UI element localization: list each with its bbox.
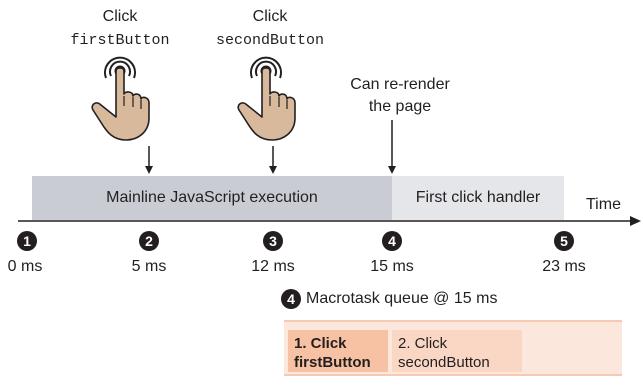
queue-numbered-circle-icon-number: 4	[287, 291, 295, 307]
first-click-handler-bar: First click handler	[392, 176, 564, 220]
down-arrow-icon	[269, 146, 277, 174]
numbered-circle-icon-3-number: 3	[269, 233, 277, 249]
macrotask-queue-title: Macrotask queue @ 15 ms	[306, 290, 498, 307]
numbered-circle-icon-2-number: 2	[145, 233, 153, 249]
tick-label-5ms: 5 ms	[131, 258, 167, 275]
queue-numbered-circle-icon: 4	[281, 289, 301, 309]
rerender-note-line1: Can re-render	[350, 76, 450, 93]
numbered-circle-icon-1: 1	[17, 231, 37, 251]
numbered-circle-icon-2: 2	[139, 231, 159, 251]
macrotask-queue: 1. Click firstButton 2. Click secondButt…	[284, 320, 622, 376]
down-arrow-icon	[388, 120, 396, 174]
numbered-circle-icon-1-number: 1	[23, 233, 31, 249]
first-click-handler-label: First click handler	[415, 189, 541, 206]
mainline-execution-bar: Mainline JavaScript execution	[32, 176, 392, 220]
numbered-circle-icon-4-number: 4	[388, 233, 396, 249]
numbered-circle-icon-3: 3	[263, 231, 283, 251]
rerender-note-line2: the page	[368, 98, 432, 115]
rerender-note: Can re-render the page	[310, 74, 490, 118]
down-arrow-icon	[145, 146, 153, 174]
queue-item-second: 2. Click secondButton	[392, 330, 522, 372]
tap-hand-icon	[91, 56, 150, 141]
queue-item-first-line2: firstButton	[294, 354, 371, 371]
queue-item-second-line2: secondButton	[398, 354, 490, 371]
queue-item-second-line1: 2. Click	[398, 335, 448, 352]
queue-item-first-line1: 1. Click	[294, 335, 347, 352]
tick-label-12ms: 12 ms	[251, 258, 295, 275]
click-first-target: firstButton	[70, 32, 170, 49]
numbered-circle-icon-5-number: 5	[560, 233, 568, 249]
tick-label-15ms: 15 ms	[370, 258, 414, 275]
numbered-circle-icon-4: 4	[382, 231, 402, 251]
mainline-execution-label: Mainline JavaScript execution	[106, 189, 318, 206]
numbered-circle-icon-5: 5	[554, 231, 574, 251]
queue-item-first: 1. Click firstButton	[288, 330, 388, 372]
time-axis-label: Time	[586, 196, 621, 213]
click-second-label: Click	[252, 8, 288, 25]
time-axis	[18, 216, 641, 226]
tap-hand-icon	[237, 56, 296, 141]
tick-label-23ms: 23 ms	[542, 258, 586, 275]
tick-label-0ms: 0 ms	[7, 258, 43, 275]
click-first-label: Click	[102, 8, 138, 25]
click-second-target: secondButton	[215, 32, 325, 49]
